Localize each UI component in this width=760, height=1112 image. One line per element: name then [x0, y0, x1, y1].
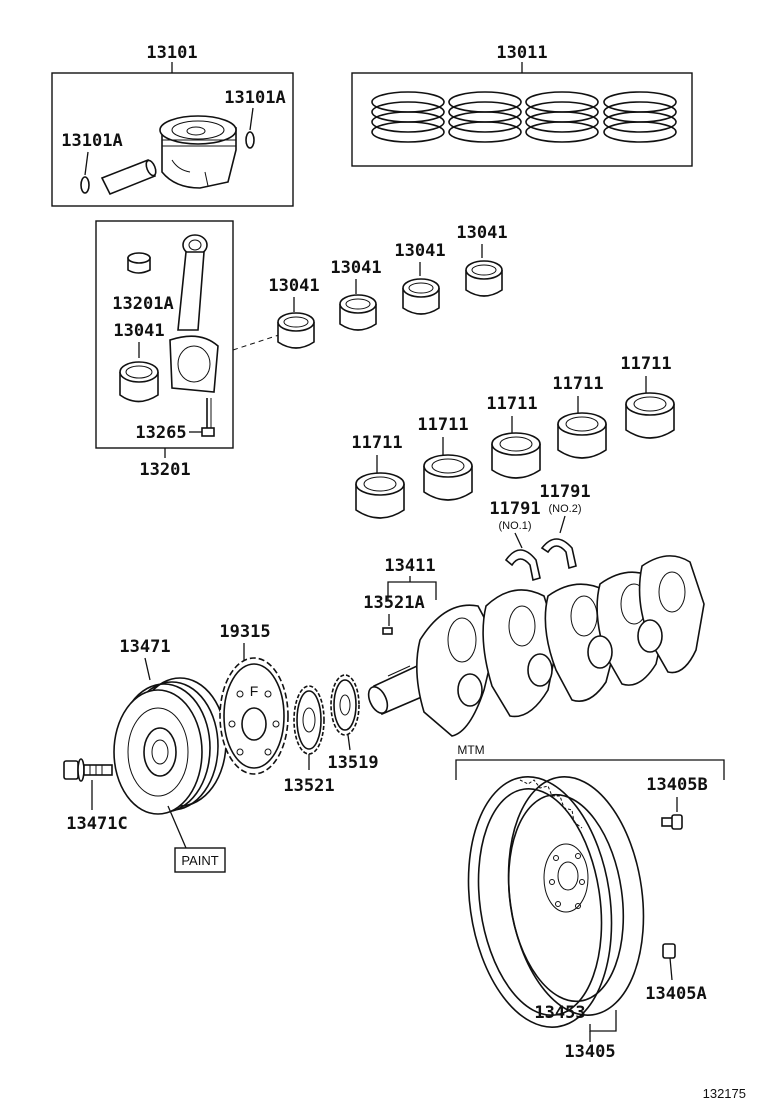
crank-sprocket-label: 13521 [283, 776, 334, 796]
paint-box [174, 847, 226, 873]
connecting-rod-group: 13201 13201A 13041 13265 [95, 220, 234, 480]
piston-ring-stack-3 [525, 91, 599, 143]
sprocket-2-leader [347, 734, 351, 751]
piston [159, 115, 237, 189]
crank-sprocket-group: 13521 [283, 685, 335, 796]
rod-bushing-label: 13201A [112, 294, 173, 314]
rod-bearing-box-label: 13041 [113, 321, 164, 341]
crank-sprocket [293, 685, 325, 755]
piston-clip-right-label: 13101A [224, 88, 285, 108]
rod-bushing [127, 252, 151, 274]
main-bearing-4-label: 11711 [552, 374, 603, 394]
thrust-washer-1-leader [514, 532, 523, 549]
paint-leader [167, 805, 187, 849]
flywheel-pin [662, 943, 676, 959]
thrust-washer-2-label: 11791 [539, 482, 590, 502]
pulley-bolt-label: 13471C [66, 814, 127, 834]
piston-clip-left-label: 13101A [61, 131, 122, 151]
sprocket-2 [330, 674, 360, 736]
piston-ring-stack-4 [603, 91, 677, 143]
flywheel-pin-label: 13405A [645, 984, 706, 1004]
thrust-washers: 11791 (NO.1) 11791 (NO.2) [489, 482, 591, 582]
signal-plate-label: 19315 [219, 622, 270, 642]
crankshaft-label: 13411 [384, 556, 435, 576]
crankshaft [367, 555, 705, 737]
crank-pulley [113, 677, 227, 815]
piston-ring-stack-2 [448, 91, 522, 143]
piston-set-group: 13101 13101A 13101A [51, 43, 294, 207]
ring-gear [467, 776, 613, 1028]
thrust-washer-1-note: (NO.1) [499, 520, 532, 532]
thrust-washer-2 [540, 538, 577, 570]
flywheel-label: 13405 [564, 1042, 615, 1062]
rod-bearings: 13041 13041 13041 13041 [268, 223, 508, 349]
piston-pin [100, 158, 157, 196]
flywheel-group: MTM 13405B 13405A 1345 [455, 743, 725, 1062]
ring-set-label: 13011 [496, 43, 547, 63]
main-bearing-5-label: 11711 [620, 354, 671, 374]
piston-clip-left [80, 176, 90, 194]
main-bearing-3 [491, 432, 541, 479]
rod-bearing-4 [465, 260, 503, 297]
rod-bearing-2 [339, 294, 377, 331]
main-bearing-3-label: 11711 [486, 394, 537, 414]
rod-bolt-label: 13265 [135, 423, 186, 443]
crank-key-label: 13521A [363, 593, 424, 613]
main-bearing-1-label: 11711 [351, 433, 402, 453]
flywheel-pin-leader [669, 957, 673, 981]
main-bearing-1 [355, 472, 405, 519]
main-bearing-2 [423, 454, 473, 501]
sprocket-2-label: 13519 [327, 753, 378, 773]
flywheel-bolt [661, 814, 683, 830]
main-bearing-2-label: 11711 [417, 415, 468, 435]
rod-bearing-1 [277, 312, 315, 349]
pulley-bolt [63, 758, 113, 782]
thrust-washer-1-label: 11791 [489, 499, 540, 519]
rod-assembly-label: 13201 [139, 460, 190, 480]
flywheel-bracket [589, 1010, 617, 1032]
crankshaft-group: 13411 13521A [363, 555, 705, 737]
connecting-rod [169, 234, 219, 393]
signal-plate: F [219, 657, 289, 775]
flywheel [507, 776, 645, 1016]
clip-left-leader [84, 151, 89, 176]
ring-set-group: 13011 [351, 43, 693, 167]
svg-text:F: F [250, 683, 259, 699]
rod-bearing-4-label: 13041 [456, 223, 507, 243]
ring-set-box [351, 72, 693, 167]
rod-bearing-2-label: 13041 [330, 258, 381, 278]
main-bearings: 11711 11711 11711 11711 11711 [351, 354, 675, 519]
mtm-bracket [455, 759, 725, 780]
thrust-washer-2-note: (NO.2) [549, 503, 582, 515]
flywheel-bolt-label: 13405B [646, 775, 707, 795]
main-bearing-5 [625, 392, 675, 439]
piston-clip-right [245, 131, 255, 149]
signal-plate-group: 19315 F [219, 622, 289, 775]
paint-label: PAINT [181, 853, 218, 868]
rod-bearing-in-box [119, 361, 159, 403]
pulley-label: 13471 [119, 637, 170, 657]
rod-bearing-dash-line [232, 333, 283, 351]
main-bearing-4 [557, 412, 607, 459]
piston-set-label: 13101 [146, 43, 197, 63]
pulley-leader [144, 657, 151, 681]
sprocket-2-group: 13519 [327, 674, 379, 773]
clip-right-leader [249, 107, 254, 131]
rod-bolt [201, 398, 215, 437]
crank-key [382, 627, 393, 635]
crankshaft-bracket [387, 581, 437, 600]
thrust-washer-2-leader [559, 515, 566, 534]
rod-bearing-3-label: 13041 [394, 241, 445, 261]
rod-bearing-3 [402, 278, 440, 315]
pulley-group: 13471 PAINT 13471C [63, 637, 227, 873]
mtm-label: MTM [457, 743, 484, 757]
ring-gear-label: 13453 [534, 1003, 585, 1023]
thrust-washer-1 [504, 549, 541, 582]
diagram-id: 132175 [703, 1086, 746, 1101]
rod-bearing-1-label: 13041 [268, 276, 319, 296]
piston-ring-stack-1 [371, 91, 445, 143]
